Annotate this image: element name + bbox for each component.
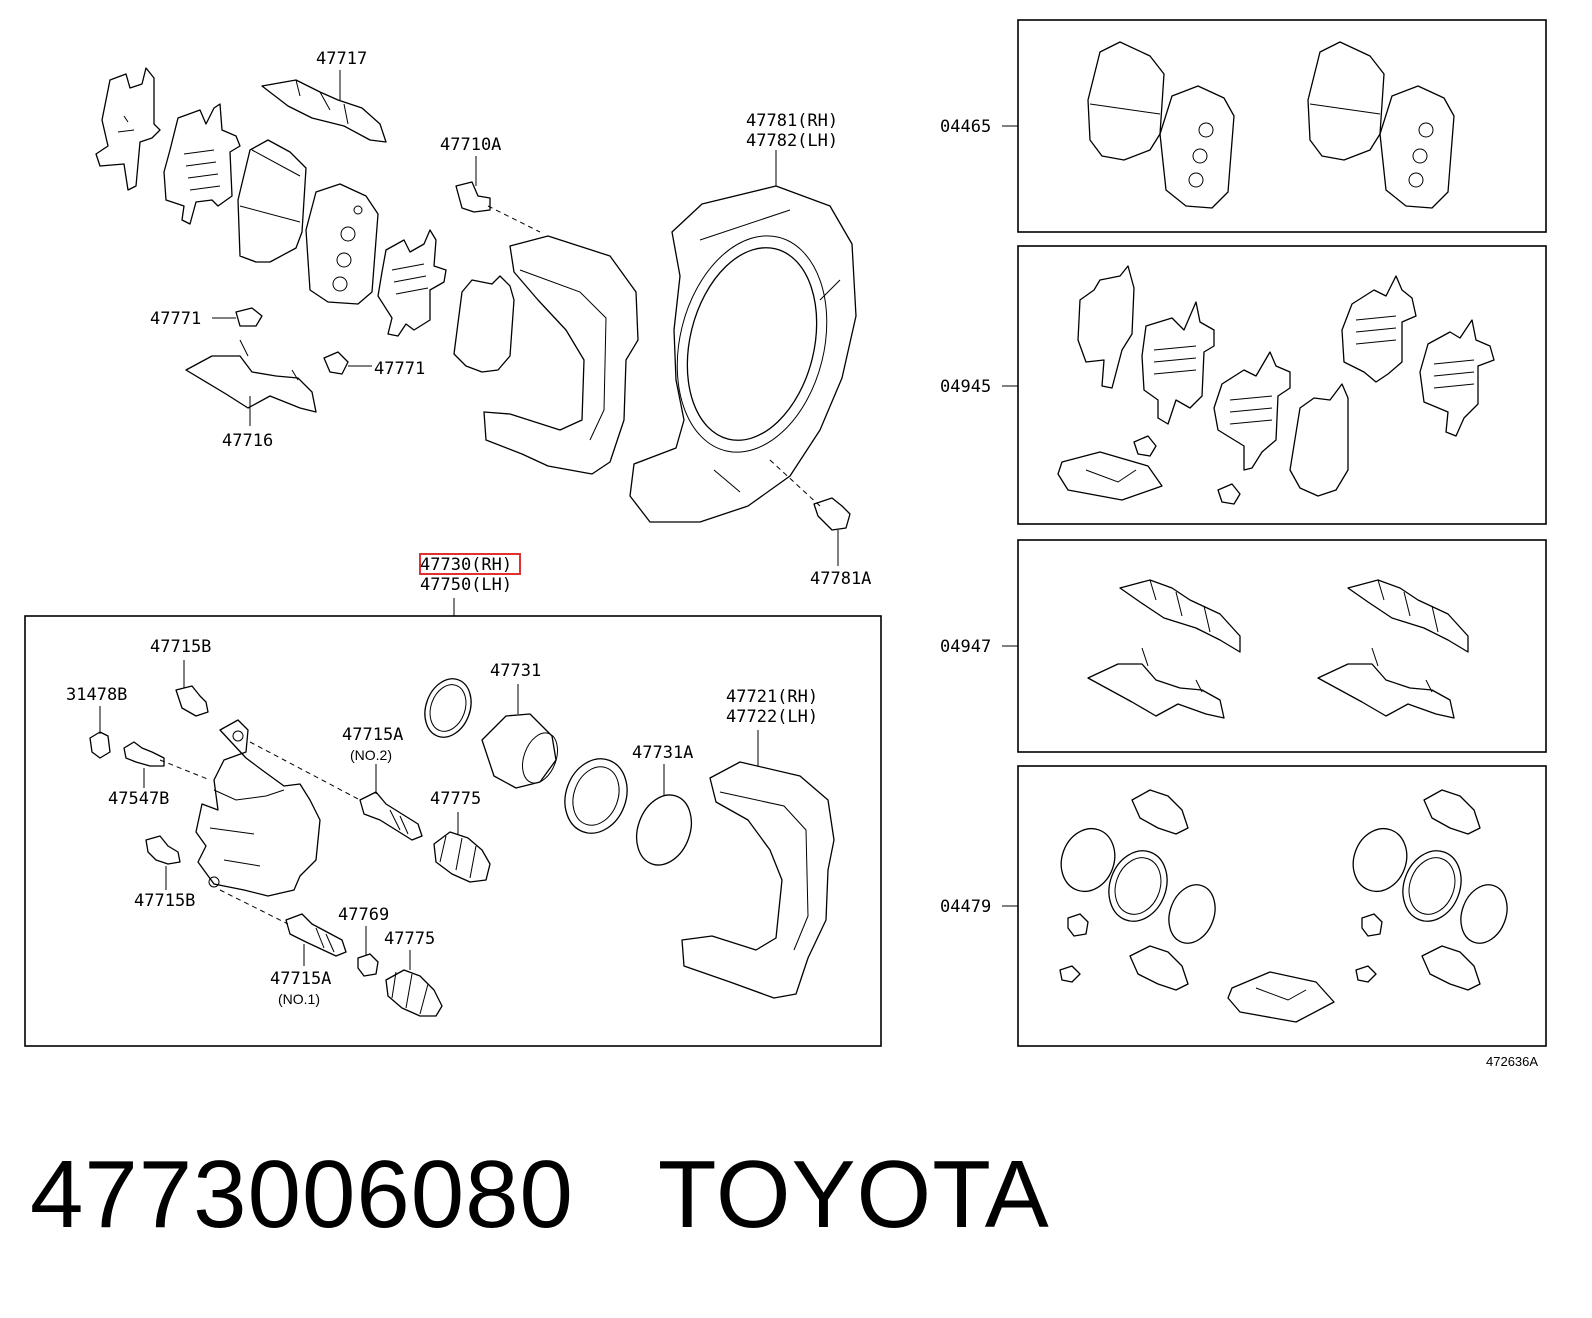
caliper-assembly-frame — [24, 615, 882, 1047]
piston-boot-ring[interactable] — [555, 750, 637, 842]
callout-47722-lh: 47722(LH) — [726, 707, 818, 727]
part-number: 4773006080 — [30, 1141, 574, 1248]
clip-47771-a[interactable] — [235, 307, 263, 327]
callout-47715b-bottom: 47715B — [134, 891, 195, 911]
shim-inner[interactable] — [163, 103, 241, 225]
callout-47769: 47769 — [338, 905, 389, 925]
boot-47775-b[interactable] — [385, 969, 443, 1017]
slide-pin-47715a-no2[interactable] — [359, 791, 423, 841]
callout-47781a: 47781A — [810, 569, 871, 589]
callout-47771-a: 47771 — [150, 309, 201, 329]
brake-pad-outer[interactable] — [237, 139, 307, 263]
kit-label-04945: 04945 — [940, 377, 991, 397]
kit-box-04945 — [1017, 245, 1547, 525]
callout-47715a-no1-sub: (NO.1) — [278, 991, 320, 1007]
callout-47716: 47716 — [222, 431, 273, 451]
kit-box-04479 — [1017, 765, 1547, 1047]
callout-47775-b: 47775 — [384, 929, 435, 949]
kit-leaders — [1002, 125, 1018, 907]
brake-pad-inner[interactable] — [305, 183, 379, 305]
kit-label-04465: 04465 — [940, 117, 991, 137]
bolt-47781a[interactable] — [813, 497, 851, 531]
kit-04945-shims[interactable] — [1057, 265, 1495, 505]
kit-label-04479: 04479 — [940, 897, 991, 917]
slide-pin-47715a-no1[interactable] — [285, 913, 347, 957]
footer-caption: 4773006080 TOYOTA — [30, 1140, 1134, 1250]
callout-47750-lh: 47750(LH) — [420, 575, 512, 595]
callout-47721-rh: 47721(RH) — [726, 687, 818, 707]
anti-rattle-spring-47716[interactable] — [185, 339, 317, 413]
highlight-box — [419, 553, 521, 575]
shim-inner-2[interactable] — [377, 229, 447, 337]
callout-47781-rh: 47781(RH) — [746, 111, 838, 131]
cap-31478b[interactable] — [89, 731, 111, 759]
bleeder-bolt-47715b-bottom[interactable] — [145, 835, 181, 865]
diagram-reference-code: 472636A — [1486, 1054, 1538, 1069]
bleeder-bolt-47715b-top[interactable] — [175, 685, 209, 717]
clip-47771-b[interactable] — [323, 351, 349, 375]
caliper-mounting-bracket[interactable] — [483, 235, 639, 475]
callout-47730-rh[interactable]: 47730(RH) — [420, 555, 512, 575]
callout-47782-lh: 47782(LH) — [746, 131, 838, 151]
anti-rattle-spring-47717[interactable] — [261, 79, 387, 143]
callout-47715a-no1: 47715A — [270, 969, 331, 989]
disc-dust-cover[interactable] — [629, 185, 857, 523]
kit-box-04465 — [1017, 19, 1547, 233]
callout-47775-a: 47775 — [430, 789, 481, 809]
callout-31478b: 31478B — [66, 685, 127, 705]
kit-04465-pads[interactable] — [1087, 41, 1455, 209]
callout-47715b-top: 47715B — [150, 637, 211, 657]
caliper-bracket-47721[interactable] — [681, 761, 835, 999]
boot-47775-a[interactable] — [433, 831, 491, 883]
kit-04947-springs[interactable] — [1087, 579, 1469, 719]
callout-47731: 47731 — [490, 661, 541, 681]
kit-box-04947 — [1017, 539, 1547, 753]
shim-outer[interactable] — [95, 67, 161, 191]
seal-ring-47731a[interactable] — [627, 787, 700, 872]
bolt-47710a[interactable] — [455, 181, 491, 213]
bleeder-plug-47547b[interactable] — [123, 741, 165, 767]
callout-47731a: 47731A — [632, 743, 693, 763]
caliper-body[interactable] — [195, 719, 321, 897]
callout-47710a: 47710A — [440, 135, 501, 155]
brand-name: TOYOTA — [657, 1141, 1050, 1248]
kit-04479-seals[interactable] — [1053, 789, 1515, 1023]
bushing-47769[interactable] — [357, 953, 379, 977]
callout-47715a-no2: 47715A — [342, 725, 403, 745]
piston-seal-ring[interactable] — [417, 672, 479, 743]
callout-47717: 47717 — [316, 49, 367, 69]
callout-47771-b: 47771 — [374, 359, 425, 379]
shim-plate[interactable] — [453, 275, 515, 373]
callout-47547b: 47547B — [108, 789, 169, 809]
piston-47731[interactable] — [481, 713, 564, 789]
leader-lines-caliper — [99, 660, 759, 970]
kit-label-04947: 04947 — [940, 637, 991, 657]
leader-lines-top — [212, 70, 839, 616]
callout-47715a-no2-sub: (NO.2) — [350, 747, 392, 763]
